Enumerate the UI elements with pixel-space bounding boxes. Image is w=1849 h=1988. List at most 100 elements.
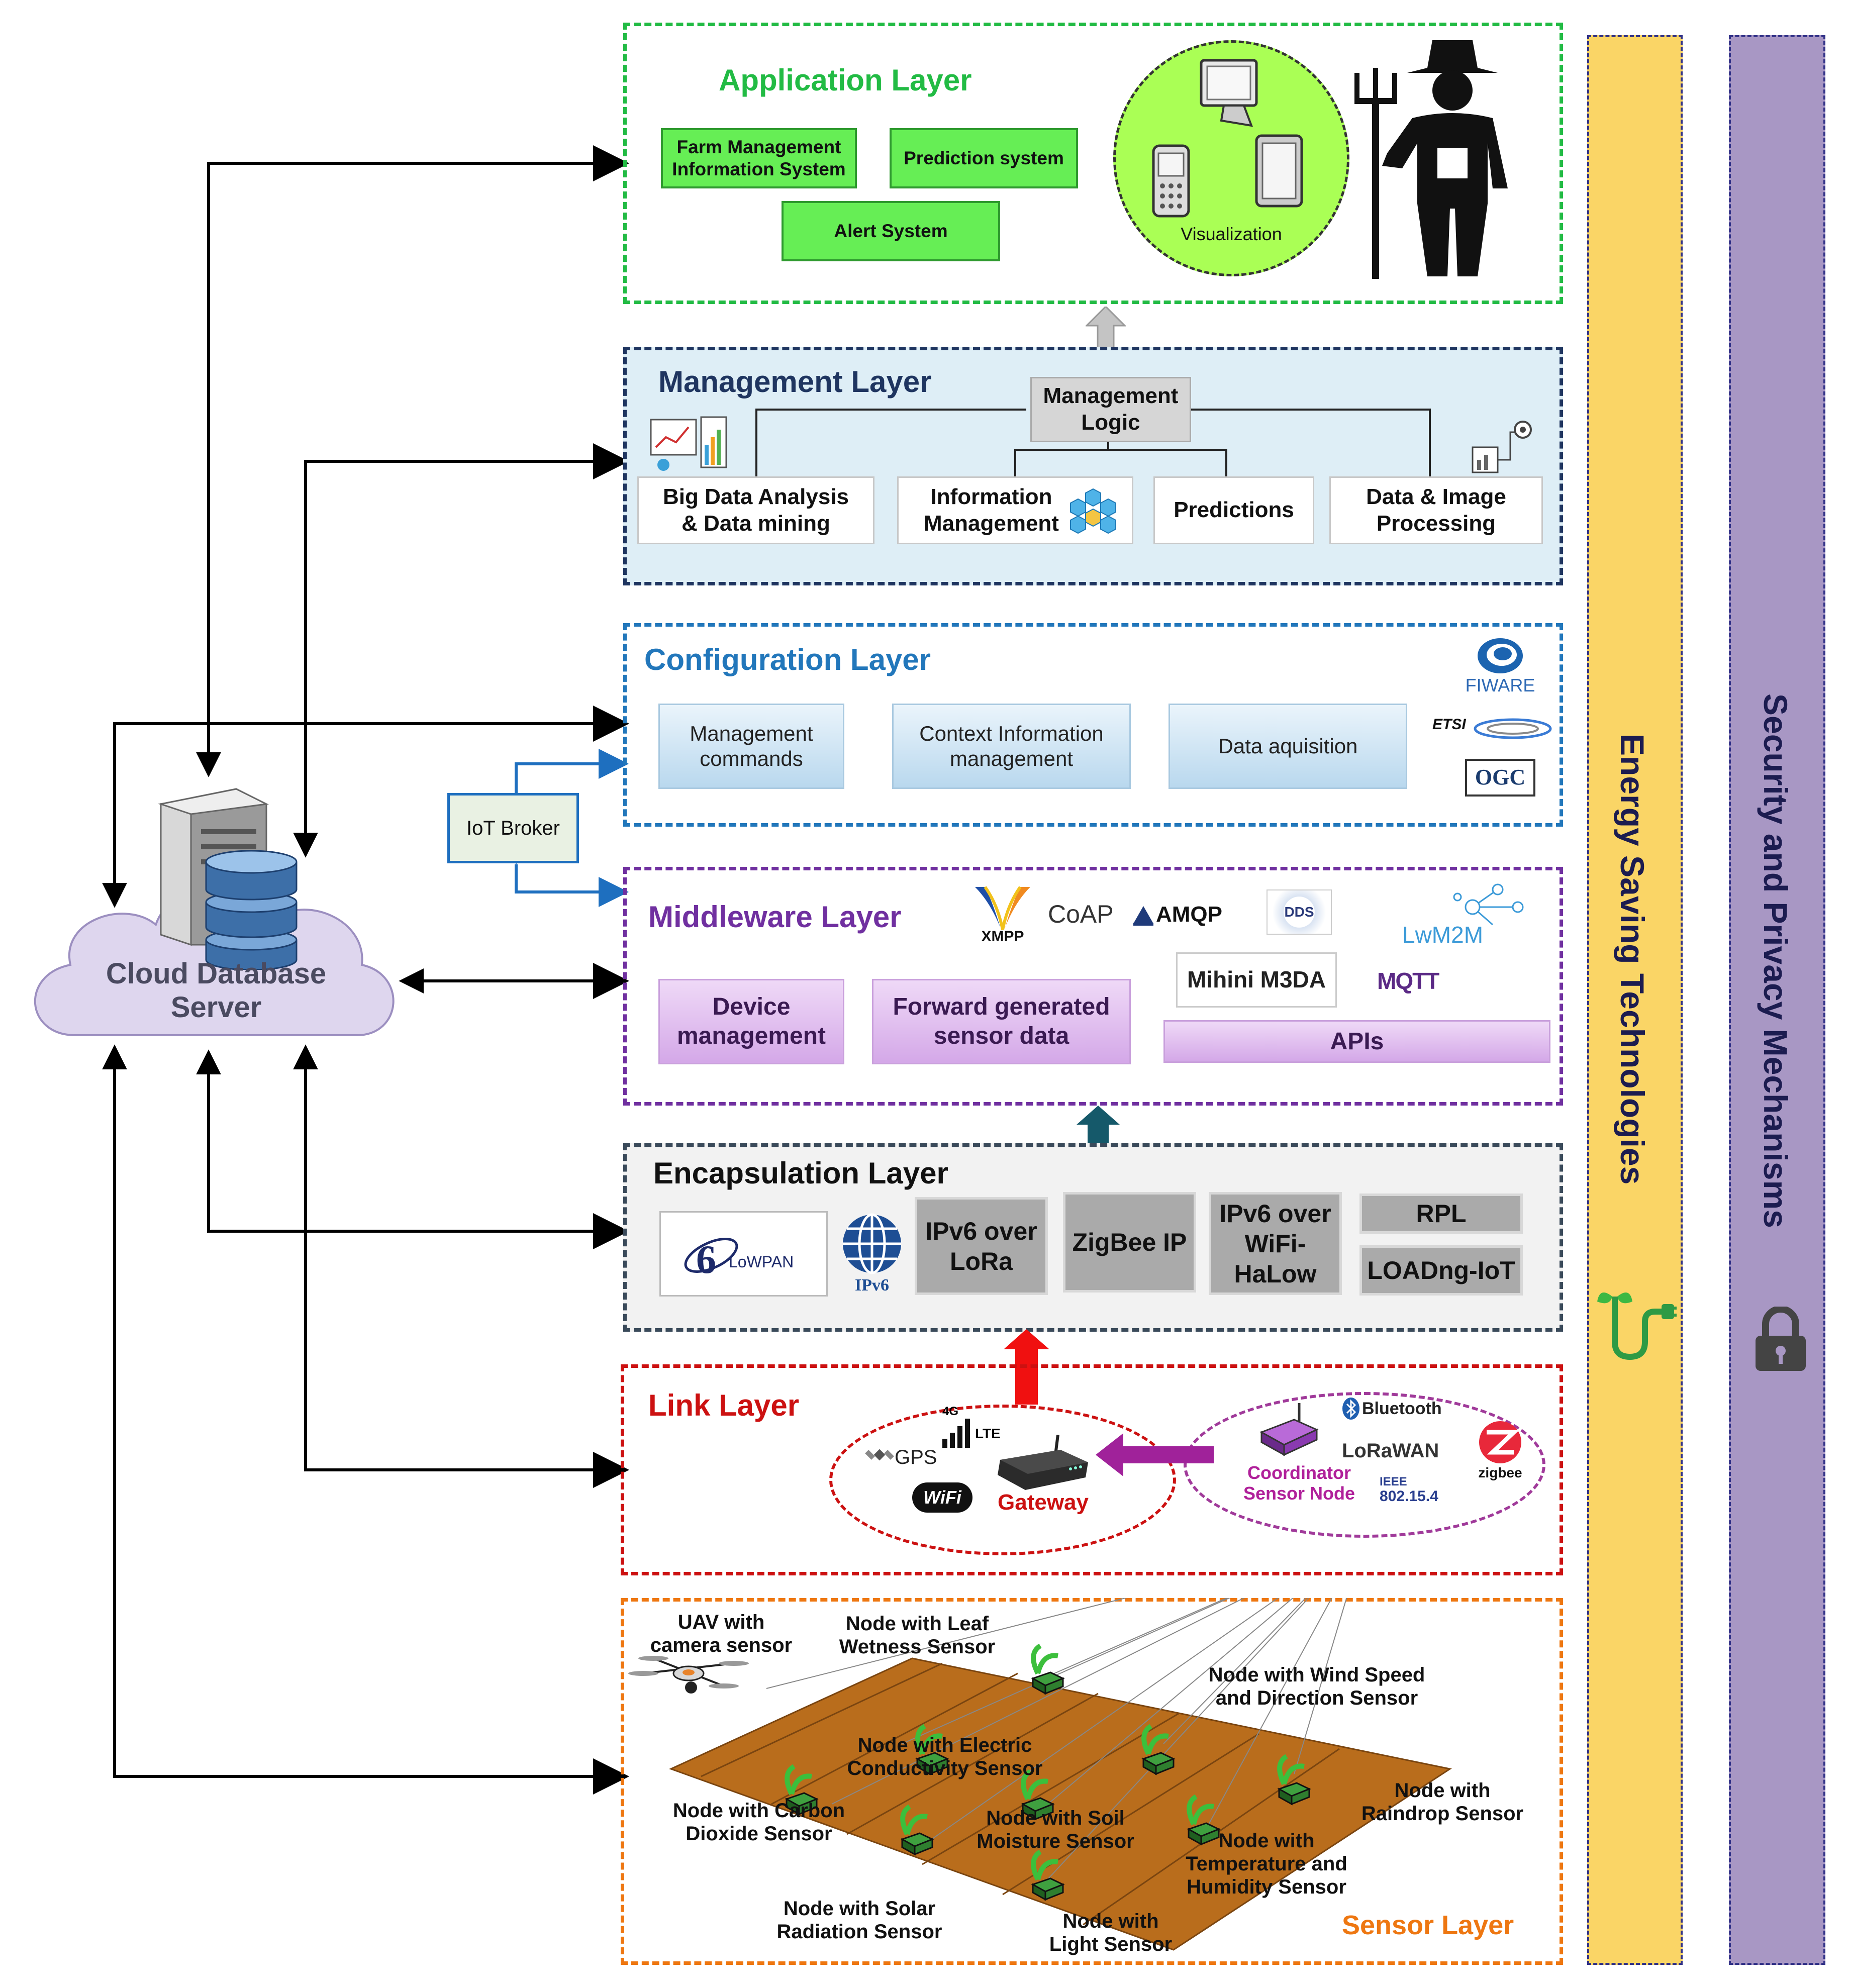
tablet-icon xyxy=(1251,131,1307,211)
lte-text: LTE xyxy=(975,1426,1001,1441)
dds-logo: DDS xyxy=(1267,889,1332,935)
energy-saving-label: Energy Saving Technologies xyxy=(1614,734,1651,1185)
forward-sensor-data: Forward generated sensor data xyxy=(872,979,1131,1064)
xmpp-logo: XMPP xyxy=(970,882,1035,947)
gateway-ellipse xyxy=(829,1405,1176,1555)
uav-drone xyxy=(628,1656,749,1694)
padlock-icon xyxy=(1753,1306,1808,1372)
middleware-layer xyxy=(623,867,1563,1106)
arrow-coordinator-gateway xyxy=(1096,1432,1214,1477)
phone-icon xyxy=(1148,141,1194,221)
coordinator-label: Coordinator Sensor Node xyxy=(1243,1462,1355,1504)
gps-text: GPS xyxy=(895,1446,937,1468)
management-layer xyxy=(623,347,1563,585)
arrow-encapsulation-middleware xyxy=(1076,1106,1121,1146)
lwm2m-logo: LwM2M xyxy=(1397,882,1538,952)
sensor-field xyxy=(628,1598,1452,1951)
fiware-text: FIWARE xyxy=(1465,675,1535,695)
raindrop-label: Node with Raindrop Sensor xyxy=(1361,1779,1524,1825)
gateway-label: Gateway xyxy=(998,1490,1089,1515)
predictions: Predictions xyxy=(1153,476,1314,544)
svg-text:6: 6 xyxy=(696,1238,716,1282)
coordinator-node-icon xyxy=(1259,1402,1319,1457)
mihini-m3da: Mihini M3DA xyxy=(1176,952,1337,1008)
gateway-router-icon xyxy=(995,1434,1091,1495)
wifi-logo: WiFi xyxy=(912,1482,972,1513)
ogc-logo: OGC xyxy=(1465,759,1535,797)
network-cells-icon xyxy=(1065,485,1121,535)
iot-broker: IoT Broker xyxy=(447,793,579,863)
analytics-icon xyxy=(648,415,729,475)
ieee-text: IEEE xyxy=(1380,1475,1407,1488)
apis-box: APIs xyxy=(1163,1020,1550,1063)
coap-text: CoAP xyxy=(1048,900,1114,928)
arrow-cloud-link xyxy=(304,1048,629,1488)
wind-speed-label: Node with Wind Speed and Direction Senso… xyxy=(1208,1664,1425,1709)
configuration-layer-title: Configuration Layer xyxy=(644,643,931,676)
arrow-cloud-sensor xyxy=(113,1048,629,1795)
rpl-box: RPL xyxy=(1359,1194,1523,1234)
application-layer xyxy=(623,23,1563,304)
prediction-system: Prediction system xyxy=(890,128,1078,188)
coordinator-ellipse xyxy=(1184,1392,1545,1538)
zigbee-logo: zigbee xyxy=(1473,1420,1528,1485)
encapsulation-layer-title: Encapsulation Layer xyxy=(653,1156,948,1190)
lowpan-text: LoWPAN xyxy=(729,1253,794,1271)
bluetooth-text: Bluetooth xyxy=(1362,1399,1442,1418)
bluetooth-logo: Bluetooth xyxy=(1342,1397,1452,1422)
link-layer xyxy=(621,1364,1563,1575)
light-sensor-label: Node with Light Sensor xyxy=(1049,1910,1173,1955)
arrow-cloud-application xyxy=(207,145,629,774)
management-commands: Management commands xyxy=(658,704,844,789)
farm-field xyxy=(669,1657,1452,1951)
cloud-database-server: Cloud Database Server xyxy=(15,784,407,1085)
soil-moisture-label: Node with Soil Moisture Sensor xyxy=(977,1807,1134,1852)
device-management: Device management xyxy=(658,979,844,1064)
amqp-text: AMQP xyxy=(1156,902,1222,927)
arrow-broker-middleware xyxy=(515,864,629,907)
mqtt-text: MQTT xyxy=(1377,968,1439,994)
zigbee-text: zigbee xyxy=(1478,1465,1522,1480)
zigbee-ip: ZigBee IP xyxy=(1063,1192,1196,1293)
management-tree-lines xyxy=(755,409,1431,480)
temperature-humidity-label: Node with Temperature and Humidity Senso… xyxy=(1186,1830,1347,1898)
visualization-label: Visualization xyxy=(1181,224,1282,244)
fiware-logo: FIWARE xyxy=(1463,636,1538,701)
lorawan-text: LoRaWAN xyxy=(1342,1440,1439,1462)
data-acquisition: Data aquisition xyxy=(1169,704,1407,789)
context-information-management: Context Information management xyxy=(892,704,1131,789)
cloud-label: Cloud Database Server xyxy=(106,957,327,1024)
link-layer-title: Link Layer xyxy=(648,1388,800,1422)
monitor-icon xyxy=(1196,55,1272,131)
farmer-icon xyxy=(1352,38,1518,279)
uav-label: UAV with camera sensor xyxy=(650,1611,793,1656)
farm-management-system: Farm Management Information System xyxy=(661,128,857,188)
alert-system: Alert System xyxy=(782,201,1000,261)
security-privacy-band xyxy=(1729,35,1825,1965)
sensor-layer xyxy=(621,1598,1563,1965)
management-logic: Management Logic xyxy=(1030,377,1191,442)
sensor-nodes xyxy=(785,1643,1311,1901)
arrow-broker-configuration xyxy=(515,749,629,794)
gps-icon: GPS xyxy=(864,1442,940,1472)
middleware-layer-title: Middleware Layer xyxy=(648,900,902,934)
ieee-logo: IEEE 802.15.4 xyxy=(1380,1475,1455,1510)
etsi-text: ETSI xyxy=(1432,716,1466,733)
electric-conductivity-label: Node with Electric Conductivity Sensor xyxy=(847,1734,1043,1779)
arrow-cloud-configuration xyxy=(113,706,629,905)
lte-4g-text: 4G xyxy=(942,1405,959,1418)
data-image-processing: Data & Image Processing xyxy=(1329,476,1543,544)
information-management-label: Information Management xyxy=(924,484,1059,536)
gear-chart-icon xyxy=(1470,417,1535,475)
xmpp-text: XMPP xyxy=(981,928,1024,945)
leaf-wetness-label: Node with Leaf Wetness Sensor xyxy=(839,1613,996,1658)
solar-radiation-label: Node with Solar Radiation Sensor xyxy=(776,1898,942,1943)
loadng-iot-box: LOADng-IoT xyxy=(1359,1245,1523,1296)
ipv6-globe-icon: IPv6 xyxy=(837,1211,907,1299)
lwm2m-text: LwM2M xyxy=(1402,922,1484,948)
ipv6-over-lora: IPv6 over LoRa xyxy=(915,1197,1048,1295)
ipv6-text: IPv6 xyxy=(855,1276,889,1295)
database-icon xyxy=(201,839,302,971)
energy-saving-band xyxy=(1587,35,1683,1965)
